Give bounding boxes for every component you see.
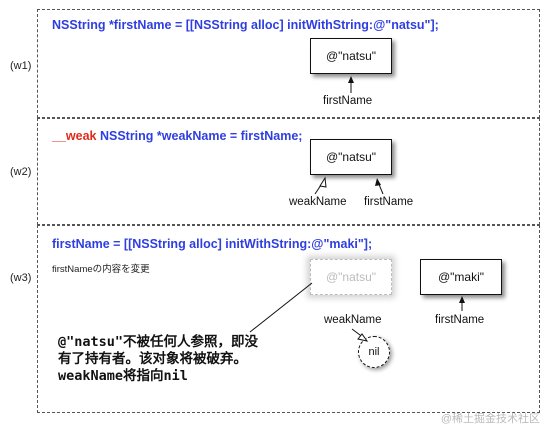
change-note: firstNameの内容を変更 (52, 264, 150, 275)
watermark: @稀土掘金技术社区 (440, 413, 540, 425)
code-text: NSString *weakName = firstName; (96, 129, 303, 143)
object-label: @"natsu" (325, 49, 377, 63)
comment-line: weakName将指向nil (58, 368, 188, 384)
weak-keyword: __weak (52, 129, 97, 143)
object-natsu-w2: @"natsu" (310, 139, 392, 175)
step-w3-frame (37, 225, 540, 413)
step-label-w1: (w1) (10, 60, 32, 72)
var-weakname-w3: weakName (324, 314, 382, 326)
nil-label: nil (368, 346, 380, 358)
code-line-w2: __weak NSString *weakName = firstName; (52, 129, 302, 143)
object-label: @"maki" (437, 270, 485, 284)
step-w2-frame (37, 118, 540, 225)
comment-line: @"natsu"不被任何人参照，即没 (58, 334, 259, 350)
step-label-w3: (w3) (10, 272, 32, 284)
var-weakname-w2: weakName (289, 196, 347, 208)
nil-node: nil (358, 336, 390, 368)
object-label: @"natsu" (325, 270, 377, 284)
explanation-comment: @"natsu"不被任何人参照，即没 有了持有者。该对象将被破弃。 weakNa… (58, 334, 258, 385)
object-label: @"natsu" (325, 150, 377, 164)
object-natsu-w1: @"natsu" (310, 38, 392, 74)
var-firstname-w1: firstName (323, 95, 373, 107)
comment-line: 有了持有者。该对象将被破弃。 (58, 351, 247, 367)
var-firstname-w3: firstName (435, 314, 485, 326)
code-line-w3: firstName = [[NSString alloc] initWithSt… (52, 237, 373, 251)
code-line-w1: NSString *firstName = [[NSString alloc] … (52, 18, 439, 32)
object-maki: @"maki" (420, 259, 502, 295)
var-firstname-w2: firstName (364, 196, 414, 208)
step-label-w2: (w2) (10, 166, 32, 178)
object-natsu-released: @"natsu" (310, 259, 392, 295)
step-w1-frame (37, 9, 540, 118)
